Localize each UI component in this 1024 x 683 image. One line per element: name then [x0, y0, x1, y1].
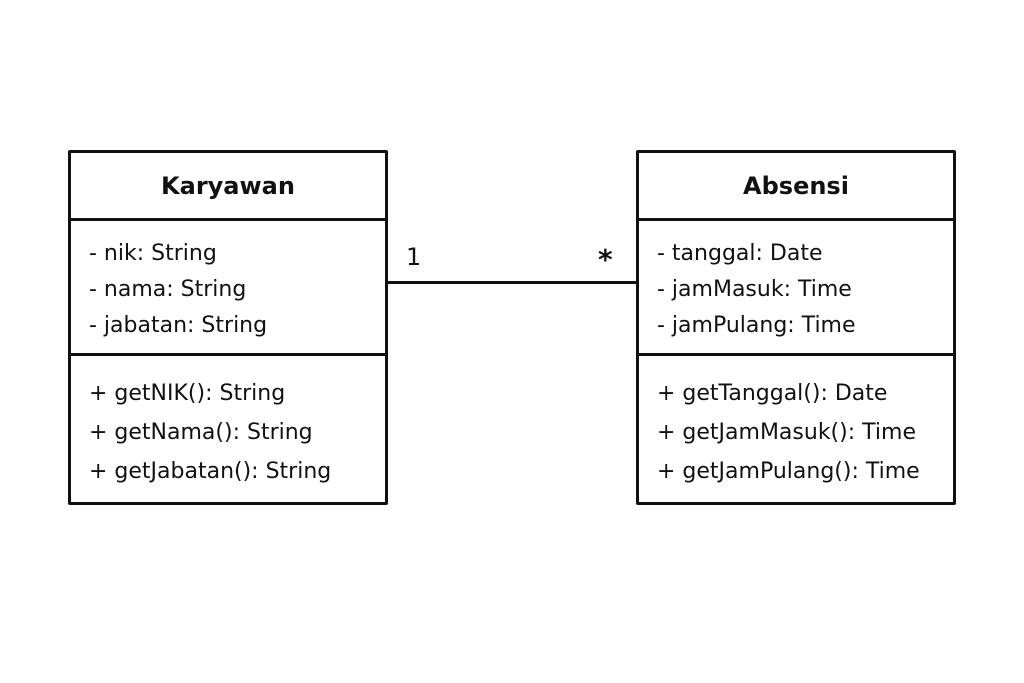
method: + getNIK(): String — [89, 381, 286, 406]
attribute: - tanggal: Date — [657, 241, 823, 266]
class-name: Karyawan — [71, 153, 385, 221]
method: + getNama(): String — [89, 420, 313, 445]
attributes-section: - tanggal: Date - jamMasuk: Time - jamPu… — [639, 221, 953, 356]
class-karyawan: Karyawan - nik: String - nama: String - … — [68, 150, 388, 505]
multiplicity-source: 1 — [406, 243, 422, 271]
method: + getTanggal(): Date — [657, 381, 888, 406]
multiplicity-target: * — [598, 243, 613, 276]
attribute: - jabatan: String — [89, 313, 268, 338]
association-line — [388, 281, 636, 284]
attribute: - jamMasuk: Time — [657, 277, 852, 302]
attribute: - nik: String — [89, 241, 217, 266]
method: + getJamMasuk(): Time — [657, 420, 916, 445]
attribute: - jamPulang: Time — [657, 313, 856, 338]
methods-section: + getNIK(): String + getNama(): String +… — [71, 356, 385, 491]
class-name: Absensi — [639, 153, 953, 221]
method: + getJamPulang(): Time — [657, 459, 920, 484]
methods-section: + getTanggal(): Date + getJamMasuk(): Ti… — [639, 356, 953, 491]
attribute: - nama: String — [89, 277, 247, 302]
class-absensi: Absensi - tanggal: Date - jamMasuk: Time… — [636, 150, 956, 505]
method: + getJabatan(): String — [89, 459, 332, 484]
attributes-section: - nik: String - nama: String - jabatan: … — [71, 221, 385, 356]
